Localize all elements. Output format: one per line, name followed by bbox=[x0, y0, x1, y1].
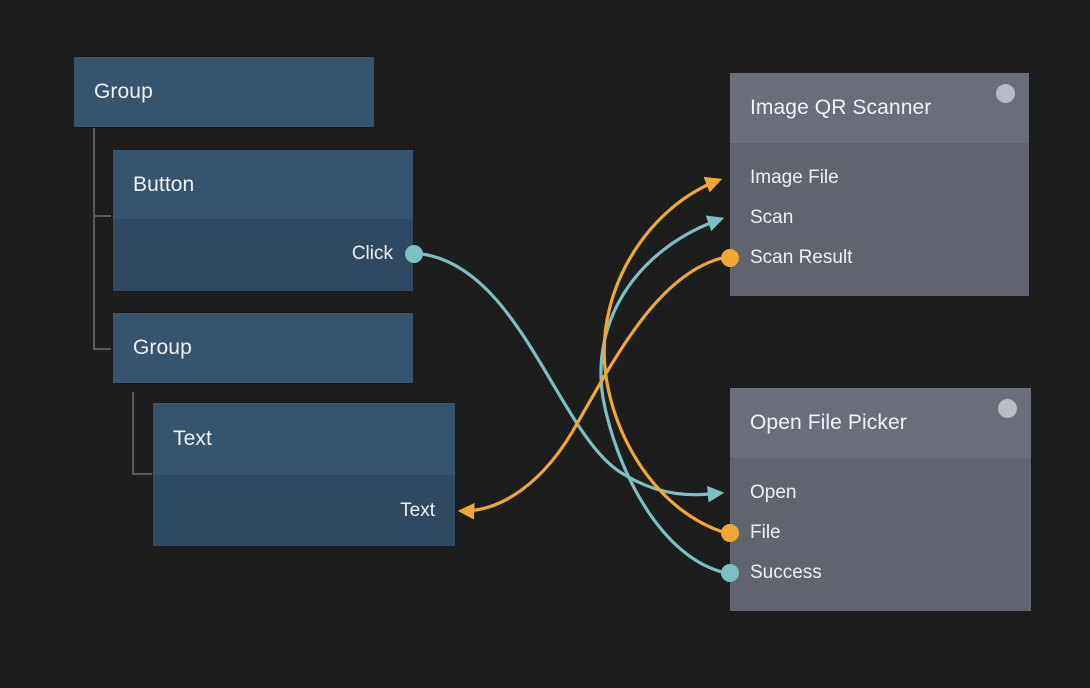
port-label: Open bbox=[750, 482, 797, 503]
port-text[interactable]: Text bbox=[400, 501, 435, 521]
node-open-file-picker[interactable]: Open File Picker Open File Success bbox=[730, 388, 1031, 611]
node-button[interactable]: Button Click bbox=[113, 150, 413, 291]
node-header[interactable]: Open File Picker bbox=[730, 388, 1031, 458]
node-header[interactable]: Text bbox=[153, 403, 455, 475]
port-label: Scan Result bbox=[750, 247, 853, 268]
port-label: Text bbox=[400, 500, 435, 521]
guide-root-to-button bbox=[93, 215, 111, 217]
node-title: Button bbox=[133, 172, 195, 196]
node-group-child[interactable]: Group bbox=[113, 313, 413, 383]
port-scan-result[interactable]: Scan Result bbox=[750, 248, 852, 268]
edge-file-to-image-file[interactable] bbox=[602, 176, 727, 535]
node-header[interactable]: Image QR Scanner bbox=[730, 73, 1029, 143]
node-status-dot-icon[interactable] bbox=[998, 399, 1017, 418]
port-scan[interactable]: Scan bbox=[750, 208, 793, 228]
node-text[interactable]: Text Text bbox=[153, 403, 455, 546]
guide-group-to-text bbox=[132, 473, 152, 475]
edge-success-to-scan[interactable] bbox=[599, 215, 727, 575]
port-label: Scan bbox=[750, 207, 794, 228]
node-status-dot-icon[interactable] bbox=[996, 84, 1015, 103]
edge-click-to-open[interactable] bbox=[421, 252, 725, 503]
node-image-qr-scanner[interactable]: Image QR Scanner Image File Scan Scan Re… bbox=[730, 73, 1029, 296]
node-title: Open File Picker bbox=[750, 411, 907, 434]
port-image-file[interactable]: Image File bbox=[750, 168, 839, 188]
port-label: File bbox=[750, 522, 781, 543]
node-header[interactable]: Group bbox=[113, 313, 413, 383]
node-body: Open File Success bbox=[730, 458, 1031, 611]
node-title: Text bbox=[173, 427, 212, 450]
port-label: Success bbox=[750, 562, 822, 583]
guide-group-vertical bbox=[132, 392, 134, 475]
node-title: Group bbox=[94, 80, 153, 103]
edge-scan-result-to-text[interactable] bbox=[457, 256, 723, 520]
node-body: Click bbox=[113, 219, 413, 291]
port-file[interactable]: File bbox=[750, 523, 781, 543]
node-title: Group bbox=[133, 336, 192, 359]
node-header[interactable]: Group bbox=[74, 57, 374, 127]
port-open[interactable]: Open bbox=[750, 483, 796, 503]
port-click[interactable]: Click bbox=[352, 244, 393, 264]
guide-root-vertical bbox=[93, 128, 95, 350]
port-label: Image File bbox=[750, 167, 839, 188]
node-header[interactable]: Button bbox=[113, 150, 413, 219]
node-body: Text bbox=[153, 475, 455, 546]
port-success[interactable]: Success bbox=[750, 563, 822, 583]
port-label: Click bbox=[351, 243, 393, 264]
node-body: Image File Scan Scan Result bbox=[730, 143, 1029, 296]
node-group-root[interactable]: Group bbox=[74, 57, 374, 127]
node-title: Image QR Scanner bbox=[750, 96, 932, 119]
guide-root-to-group bbox=[93, 348, 111, 350]
